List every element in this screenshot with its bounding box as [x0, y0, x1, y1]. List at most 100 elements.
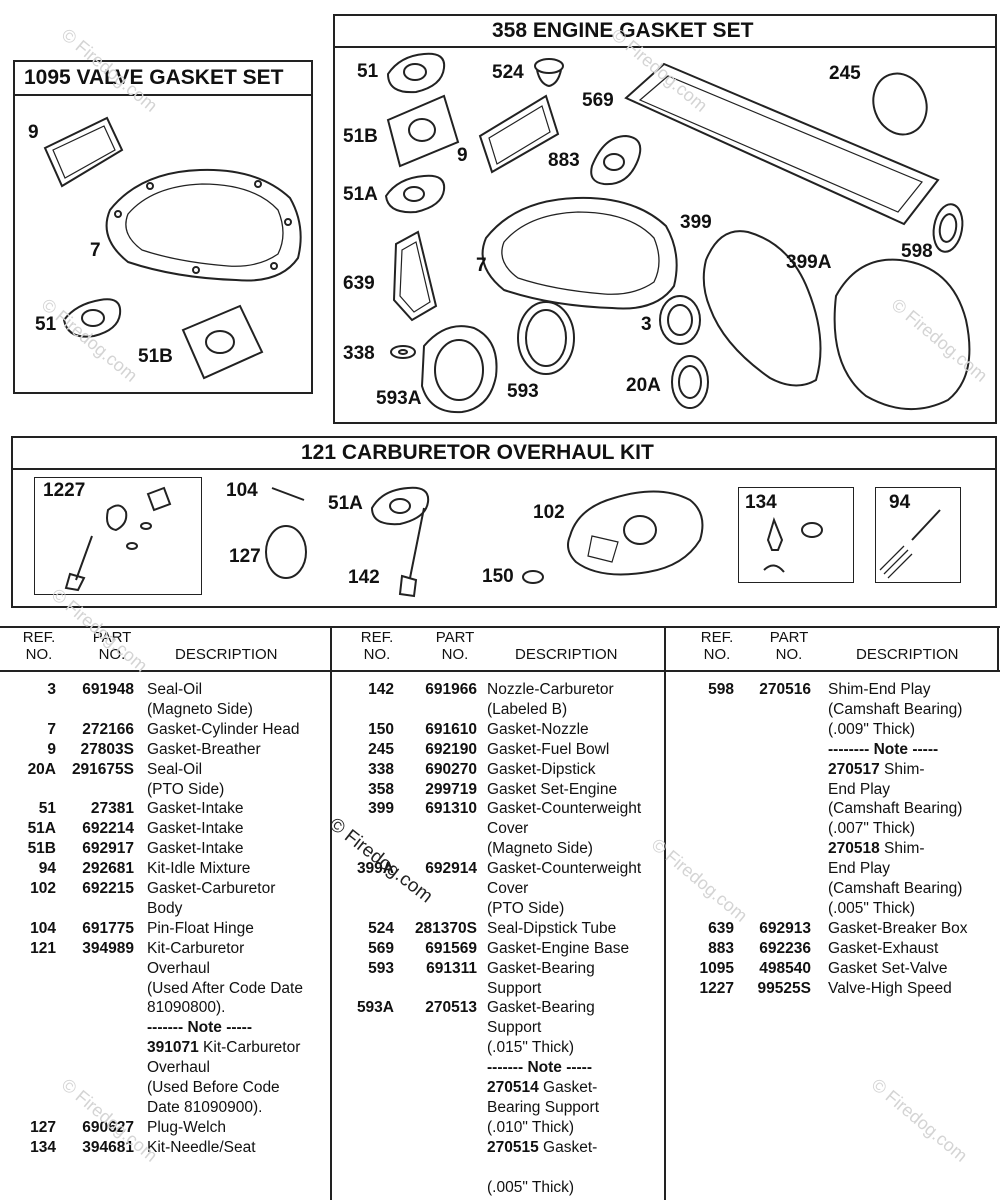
description: ------- Note -----: [487, 1059, 592, 1077]
table-row: (.015" Thick): [332, 1038, 662, 1058]
part-no: 692190: [425, 740, 477, 758]
carb-label-150: 150: [482, 566, 514, 587]
table-row: Bearing Support: [332, 1098, 662, 1118]
ref-no: 51A: [27, 820, 56, 838]
valve-label-7: 7: [90, 240, 101, 261]
description: Date 81090900).: [147, 1098, 263, 1116]
description: Overhaul: [147, 1059, 210, 1077]
engine-bearing-gasket-593a: [420, 325, 498, 414]
table-row: 270517 Shim-: [666, 760, 996, 780]
part-no: 27803S: [80, 740, 134, 758]
part-no: 692215: [82, 880, 134, 897]
description: Bearing Support: [487, 1098, 600, 1116]
table-column-divider-2: [664, 626, 666, 1200]
description: Cover: [487, 880, 529, 897]
description: Gasket-Bearing: [487, 959, 595, 977]
engine-exhaust-gasket-883: [590, 134, 642, 186]
engine-label-9: 9: [457, 145, 468, 166]
ref-no: 358: [368, 780, 394, 798]
ref-no: 150: [368, 720, 394, 738]
engine-shim-598: [932, 203, 964, 253]
header-ref-no-2: NO.: [363, 646, 391, 663]
engine-oil-seal-20a: [671, 355, 709, 409]
description: 270518 Shim-: [828, 840, 925, 858]
table-row: Cover: [332, 879, 662, 899]
ref-no: 20A: [27, 760, 56, 778]
carb-label-127: 127: [229, 546, 261, 567]
note-part-no: 270518: [828, 840, 880, 858]
description: Seal-Oil: [147, 681, 203, 698]
description: (.010" Thick): [487, 1118, 575, 1136]
valve-gasket-set-title: 1095 VALVE GASKET SET: [24, 66, 284, 89]
table-row: 81090800).: [0, 998, 330, 1018]
engine-counterweight-gasket-399: [702, 230, 822, 387]
part-no: 691310: [425, 800, 477, 818]
part-no: 272166: [82, 720, 134, 738]
description: Shim-End Play: [828, 681, 931, 698]
valve-intake-gasket-51: [62, 298, 122, 338]
carb-label-1227: 1227: [43, 480, 86, 501]
ref-no: 245: [368, 740, 394, 758]
description: 270515 Gasket-: [487, 1138, 598, 1156]
engine-label-399: 399: [680, 212, 712, 233]
description: 270514 Gasket-: [487, 1079, 598, 1096]
description: Gasket-Exhaust: [828, 939, 939, 957]
description: Pin-Float Hinge: [147, 919, 254, 937]
valve-intake-gasket-51b: [181, 304, 264, 380]
subkit-94-box: [875, 487, 961, 583]
carb-nozzle-gasket-150: [522, 570, 544, 584]
engine-counterweight-gasket-399a: [833, 258, 971, 410]
table-header-divider: [0, 670, 1000, 672]
description: Support: [487, 979, 542, 997]
description: Gasket-Intake: [147, 840, 244, 858]
header-part-no-1: NO.: [98, 646, 126, 663]
ref-no: 142: [368, 681, 394, 698]
table-row: Overhaul: [0, 1058, 330, 1078]
ref-no: 569: [368, 939, 394, 957]
table-row: Cover: [332, 819, 662, 839]
note-part-no: 270515: [487, 1138, 539, 1156]
engine-oil-seal-3: [659, 295, 701, 345]
engine-intake-gasket-51a: [384, 174, 446, 214]
engine-label-20a: 20A: [626, 375, 661, 396]
header-desc-1: DESCRIPTION: [175, 646, 278, 663]
ref-no: 524: [368, 919, 394, 937]
description: Kit-Idle Mixture: [147, 860, 251, 878]
table-row: Date 81090900).: [0, 1098, 330, 1118]
carb-needle-seat-134: [763, 516, 823, 573]
part-no: 691569: [425, 939, 477, 957]
part-no: 691610: [425, 720, 477, 738]
table-row: Body: [0, 899, 330, 919]
table-row: (Used Before Code: [0, 1078, 330, 1098]
part-no: 690270: [425, 760, 477, 778]
part-no: 692236: [759, 939, 811, 957]
engine-breaker-box-gasket-639: [392, 230, 438, 322]
description: 270517 Shim-: [828, 760, 925, 778]
table-row: (Used After Code Date: [0, 979, 330, 999]
engine-label-3: 3: [641, 314, 652, 335]
description: ------- Note -----: [147, 1019, 252, 1037]
ref-no: 51B: [27, 840, 56, 858]
ref-no: 3: [47, 681, 56, 698]
valve-label-51: 51: [35, 314, 57, 335]
description: Gasket-Intake: [147, 820, 244, 838]
table-column-divider-1: [330, 626, 332, 1200]
table-row: 270515 Gasket-: [332, 1138, 662, 1158]
table-row: (Camshaft Bearing): [666, 799, 996, 819]
description: Cover: [487, 820, 529, 838]
header-part-no-3: NO.: [775, 646, 803, 663]
description: Gasket Set-Engine: [487, 780, 618, 798]
table-row: (Magneto Side): [332, 839, 662, 859]
valve-label-51b: 51B: [138, 346, 173, 367]
engine-label-51: 51: [357, 61, 379, 82]
table-row: 270514 Gasket-: [332, 1078, 662, 1098]
